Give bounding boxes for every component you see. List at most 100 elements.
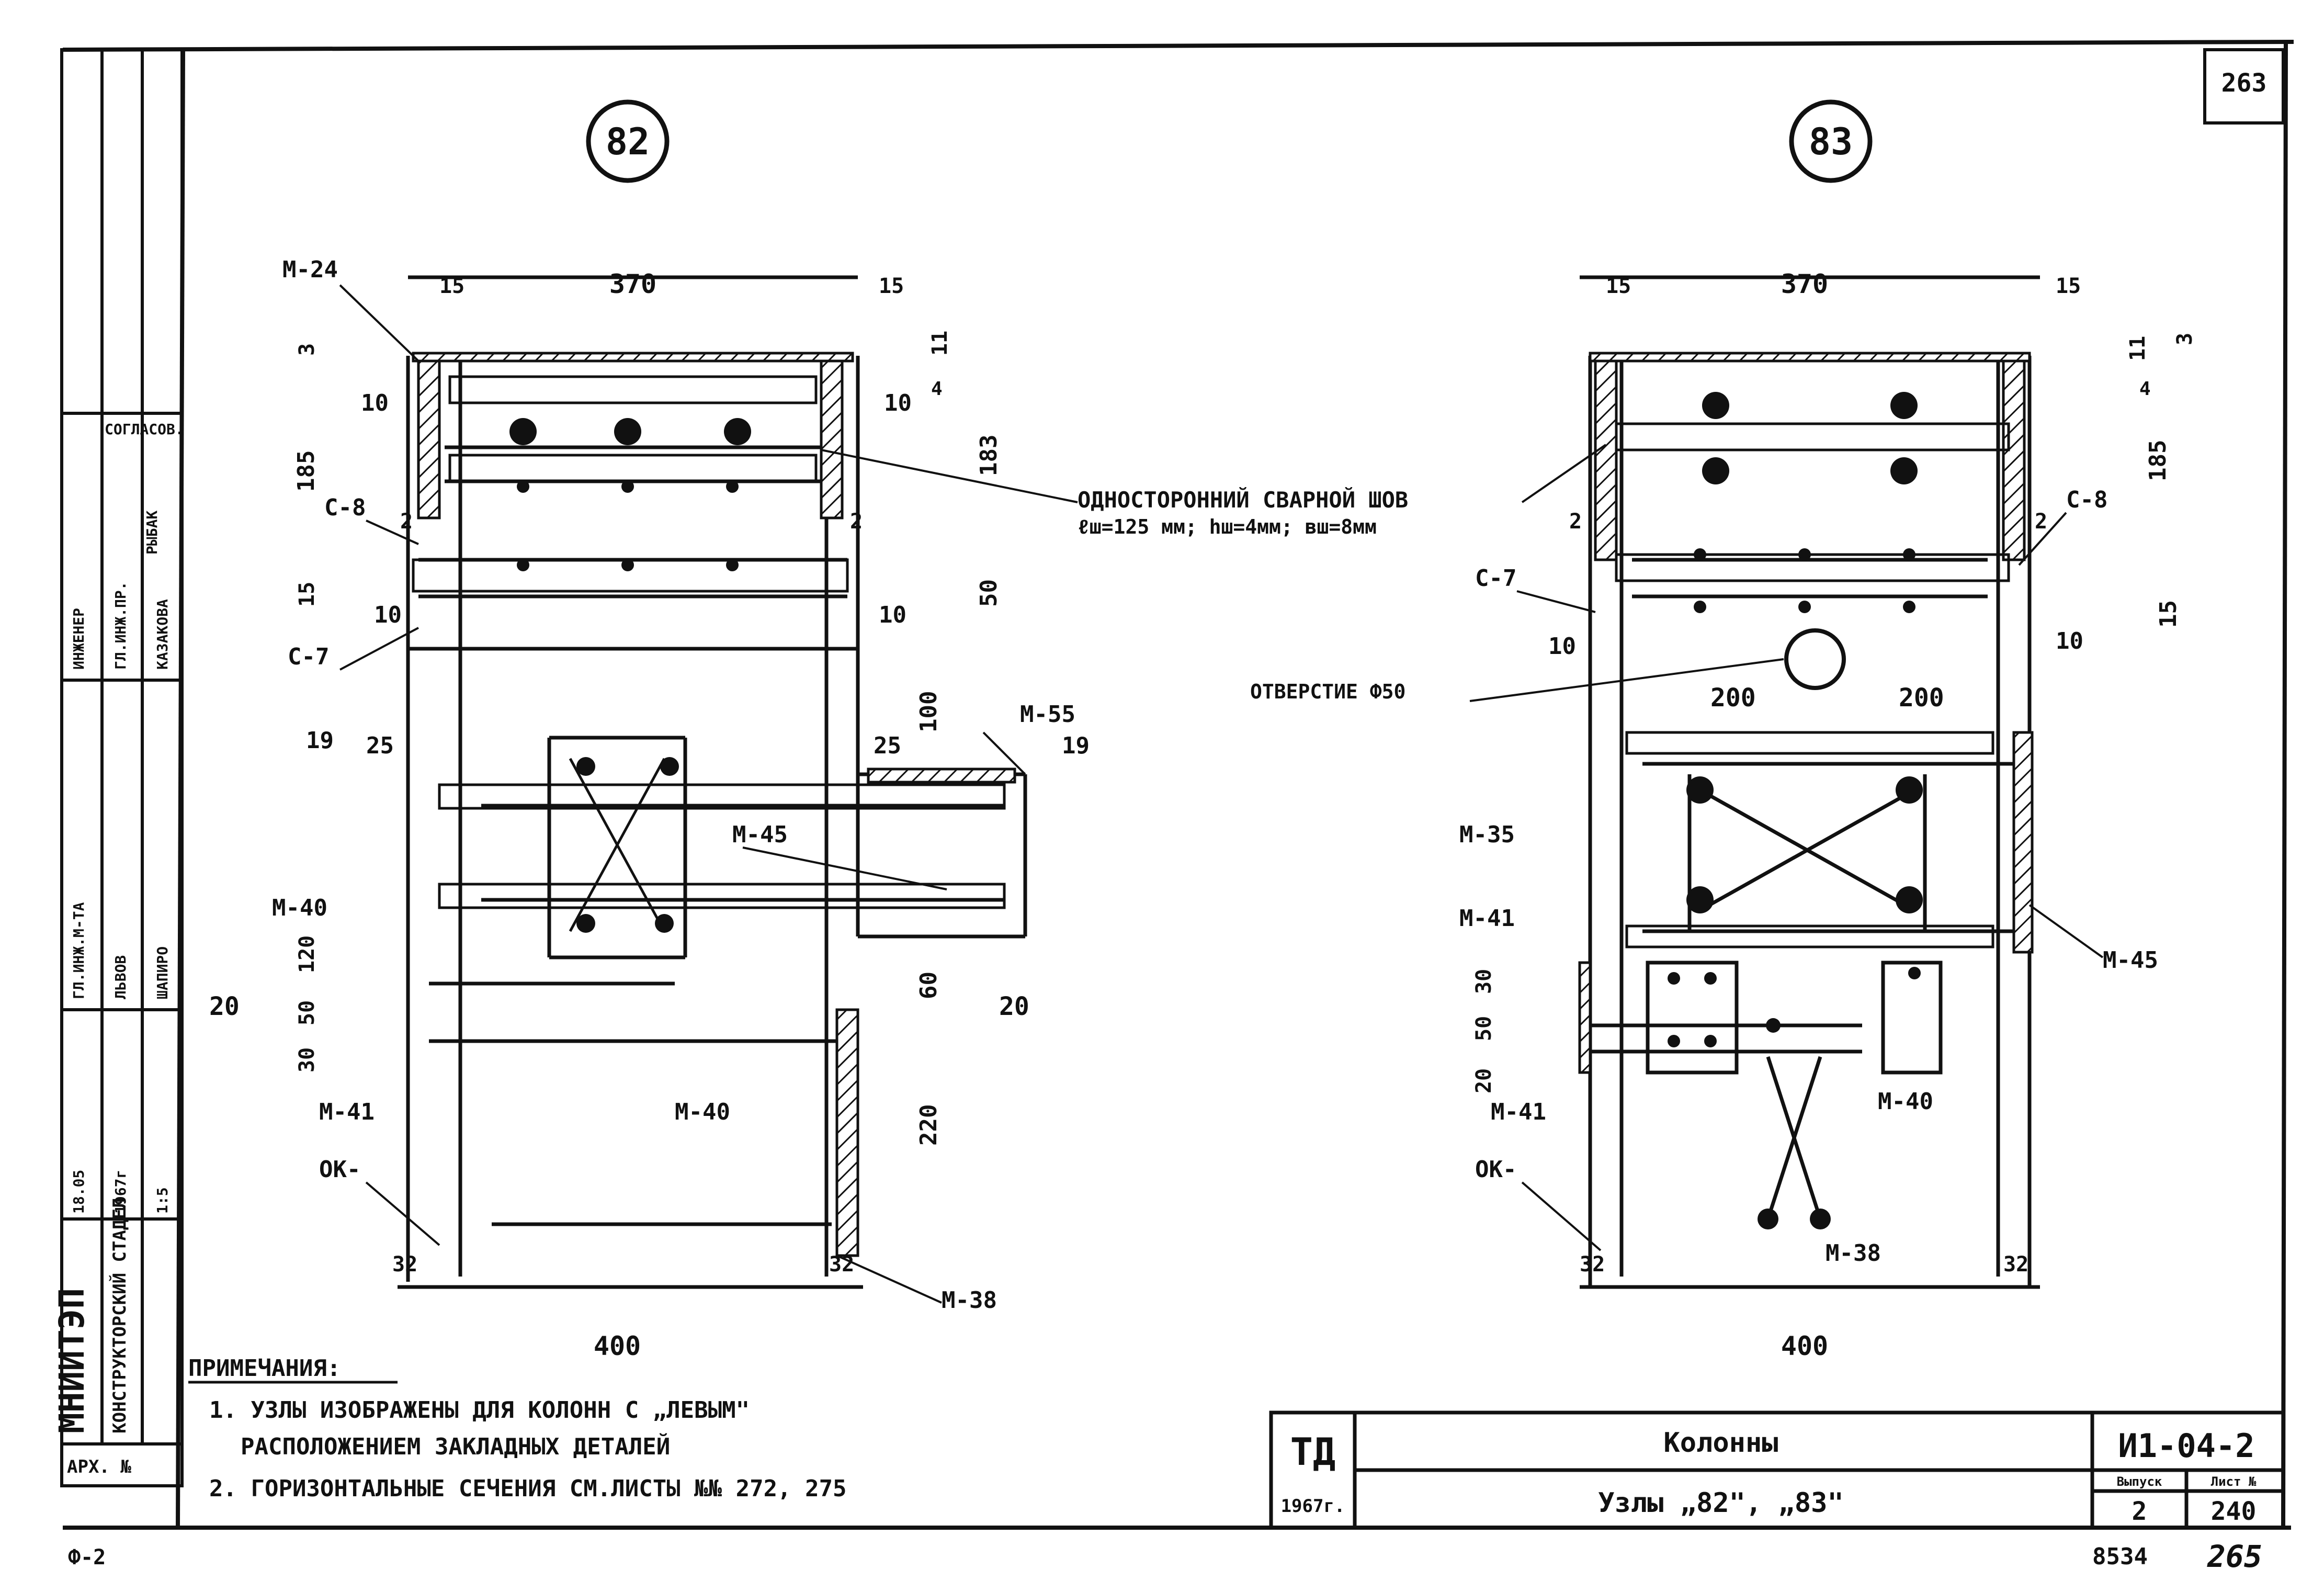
- weld-note-line1: ОДНОСТОРОННИЙ СВАРНОЙ ШОВ: [1078, 487, 1408, 513]
- left-label-m40a: М-40: [272, 895, 327, 921]
- right-label-m41b: М-41: [1491, 1099, 1546, 1125]
- right-dim-2a: 2: [1569, 510, 1582, 534]
- left-dim-32a: 32: [392, 1252, 417, 1277]
- right-label-c8: С-8: [2066, 487, 2107, 513]
- stamp-role-1: ГЛ.ИНЖ.ПР.: [112, 581, 129, 670]
- right-top-plate: [1589, 352, 2031, 363]
- right-dim-185: 185: [2145, 440, 2171, 481]
- sheet-frame: [62, 40, 2294, 1530]
- title-vypusk-label: Выпуск: [2117, 1474, 2162, 1489]
- right-weld-plate-a: [1594, 359, 1618, 561]
- stamp-date-year: 1967г: [112, 1170, 129, 1214]
- bottom-handwritten: 8534: [2092, 1543, 2148, 1570]
- left-label-c8: С-8: [324, 494, 366, 521]
- title-sub: Узлы „82", „83": [1598, 1487, 1844, 1519]
- right-bolts: [1668, 392, 1923, 1229]
- notes-title: ПРИМЕЧАНИЯ:: [188, 1355, 341, 1382]
- right-labels: С-8 С-7 ОТВЕРСТИЕ Ф50 М-35 М-41 М-41 М-4…: [1250, 487, 2158, 1267]
- left-top-plate: [412, 352, 854, 363]
- left-dim-10a: 10: [361, 390, 389, 416]
- left-dim-15-right: 15: [879, 274, 904, 298]
- title-code: И1-04-2: [2118, 1427, 2254, 1465]
- notes-line2: РАСПОЛОЖЕНИЕМ ЗАКЛАДНЫХ ДЕТАЛЕЙ: [241, 1432, 670, 1460]
- left-dim-11: 11: [928, 331, 952, 356]
- left-label-m45: М-45: [732, 821, 788, 848]
- right-dim-30: 30: [1472, 969, 1496, 994]
- right-dim-15-left: 15: [1606, 274, 1631, 298]
- left-dim-120: 120: [295, 935, 319, 973]
- right-dim-200b: 200: [1899, 683, 1944, 713]
- left-dim-50: 50: [976, 579, 1002, 607]
- left-dim-2a: 2: [400, 510, 413, 534]
- left-label-m41: М-41: [319, 1099, 375, 1125]
- notes-line3: 2. ГОРИЗОНТАЛЬНЫЕ СЕЧЕНИЯ СМ.ЛИСТЫ №№ 27…: [209, 1475, 847, 1502]
- stamp-name-1: КАЗАКОВА: [154, 599, 171, 670]
- left-label-m55: М-55: [1020, 701, 1075, 728]
- notes-block: ПРИМЕЧАНИЯ: 1. УЗЛЫ ИЗОБРАЖЕНЫ ДЛЯ КОЛОН…: [188, 1355, 847, 1502]
- leader-lines: [339, 284, 2104, 1304]
- left-dim-25b: 25: [874, 732, 901, 759]
- stamp-person-1: ЛЬВОВ: [112, 955, 129, 999]
- right-dim-15-right: 15: [2056, 274, 2081, 298]
- right-dim-15v: 15: [2155, 600, 2182, 628]
- left-dim-25a: 25: [366, 732, 394, 759]
- right-label-m35: М-35: [1459, 821, 1515, 848]
- side-stamp: [60, 48, 184, 1487]
- left-dim-10b: 10: [884, 390, 912, 416]
- left-label-c7: С-7: [288, 643, 329, 670]
- left-labels: М-24 С-8 С-7 М-55 М-45 М-40 М-41 М-40 ОК…: [272, 256, 1075, 1314]
- left-dim-19a: 19: [306, 727, 334, 754]
- right-label-hole: ОТВЕРСТИЕ Ф50: [1250, 680, 1405, 703]
- weld-note: ОДНОСТОРОННИЙ СВАРНОЙ ШОВ ℓш=125 мм; hш=…: [1078, 487, 1408, 538]
- right-label-ok: ОК-: [1475, 1156, 1516, 1183]
- right-dim-50: 50: [1472, 1016, 1496, 1041]
- right-label-m41a: М-41: [1459, 905, 1515, 932]
- sheet-number-top: 263: [2221, 69, 2267, 98]
- right-bars: [1615, 422, 2010, 949]
- right-dim-10b: 10: [2056, 628, 2083, 654]
- stamp-role-2: ИНЖЕНЕР: [70, 608, 87, 670]
- left-dim-183: 183: [976, 435, 1002, 476]
- stamp-person-2: ШАПИРО: [154, 946, 171, 999]
- title-main: Колонны: [1663, 1427, 1778, 1459]
- right-dim-10a: 10: [1548, 633, 1576, 660]
- title-block: [1269, 1410, 2285, 1530]
- left-label-m40b: М-40: [675, 1099, 730, 1125]
- left-weld-plate-b: [820, 359, 844, 520]
- left-label-ok: ОК-: [319, 1156, 360, 1183]
- node-marker-82: 82: [586, 99, 670, 183]
- left-dim-2b: 2: [850, 510, 863, 534]
- left-bars: [412, 375, 1006, 932]
- right-dim-3: 3: [2173, 333, 2197, 345]
- bottom-handwritten-2: 265: [2207, 1539, 2262, 1574]
- stamp-org: МНИИТЭП: [52, 1288, 92, 1433]
- right-dim-11: 11: [2126, 336, 2150, 361]
- left-label-m24: М-24: [282, 256, 338, 283]
- right-dim-32a: 32: [1580, 1252, 1605, 1277]
- stamp-dept: КОНСТРУКТОРСКИЙ СТАДЕЛ: [109, 1198, 130, 1433]
- right-label-m45: М-45: [2103, 947, 2158, 974]
- right-label-m40: М-40: [1878, 1088, 1933, 1115]
- left-dim-20b: 20: [999, 992, 1029, 1021]
- right-dim-bottom: 400: [1781, 1331, 1828, 1361]
- right-dim-top: 370: [1781, 269, 1828, 299]
- left-dim-10d: 10: [879, 602, 906, 628]
- right-plate-m41: [1578, 961, 1592, 1074]
- left-dim-185: 185: [293, 450, 320, 492]
- left-weld-plates: [412, 352, 1016, 1257]
- left-dim-15-left: 15: [439, 274, 464, 298]
- left-dim-60: 60: [915, 972, 942, 999]
- title-vypusk-value: 2: [2132, 1497, 2147, 1526]
- title-year: 1967г.: [1281, 1496, 1345, 1517]
- notes-line1: 1. УЗЛЫ ИЗОБРАЖЕНЫ ДЛЯ КОЛОНН С „ЛЕВЫМ": [209, 1397, 750, 1424]
- right-column-outline: [1580, 275, 2040, 1289]
- left-dim-32b: 32: [829, 1252, 854, 1277]
- title-block-text: ТД 1967г. Колонны Узлы „82", „83" И1-04-…: [1281, 1427, 2257, 1526]
- left-dim-19b: 19: [1062, 732, 1090, 759]
- left-plate-m38: [835, 1008, 859, 1257]
- right-weld-plate-b: [2002, 359, 2026, 561]
- left-dim-3: 3: [295, 343, 319, 356]
- left-dimensions: 370 15 15 400 185 183 50 100 60 220 120 …: [209, 269, 1090, 1361]
- right-dim-4: 4: [2139, 378, 2151, 400]
